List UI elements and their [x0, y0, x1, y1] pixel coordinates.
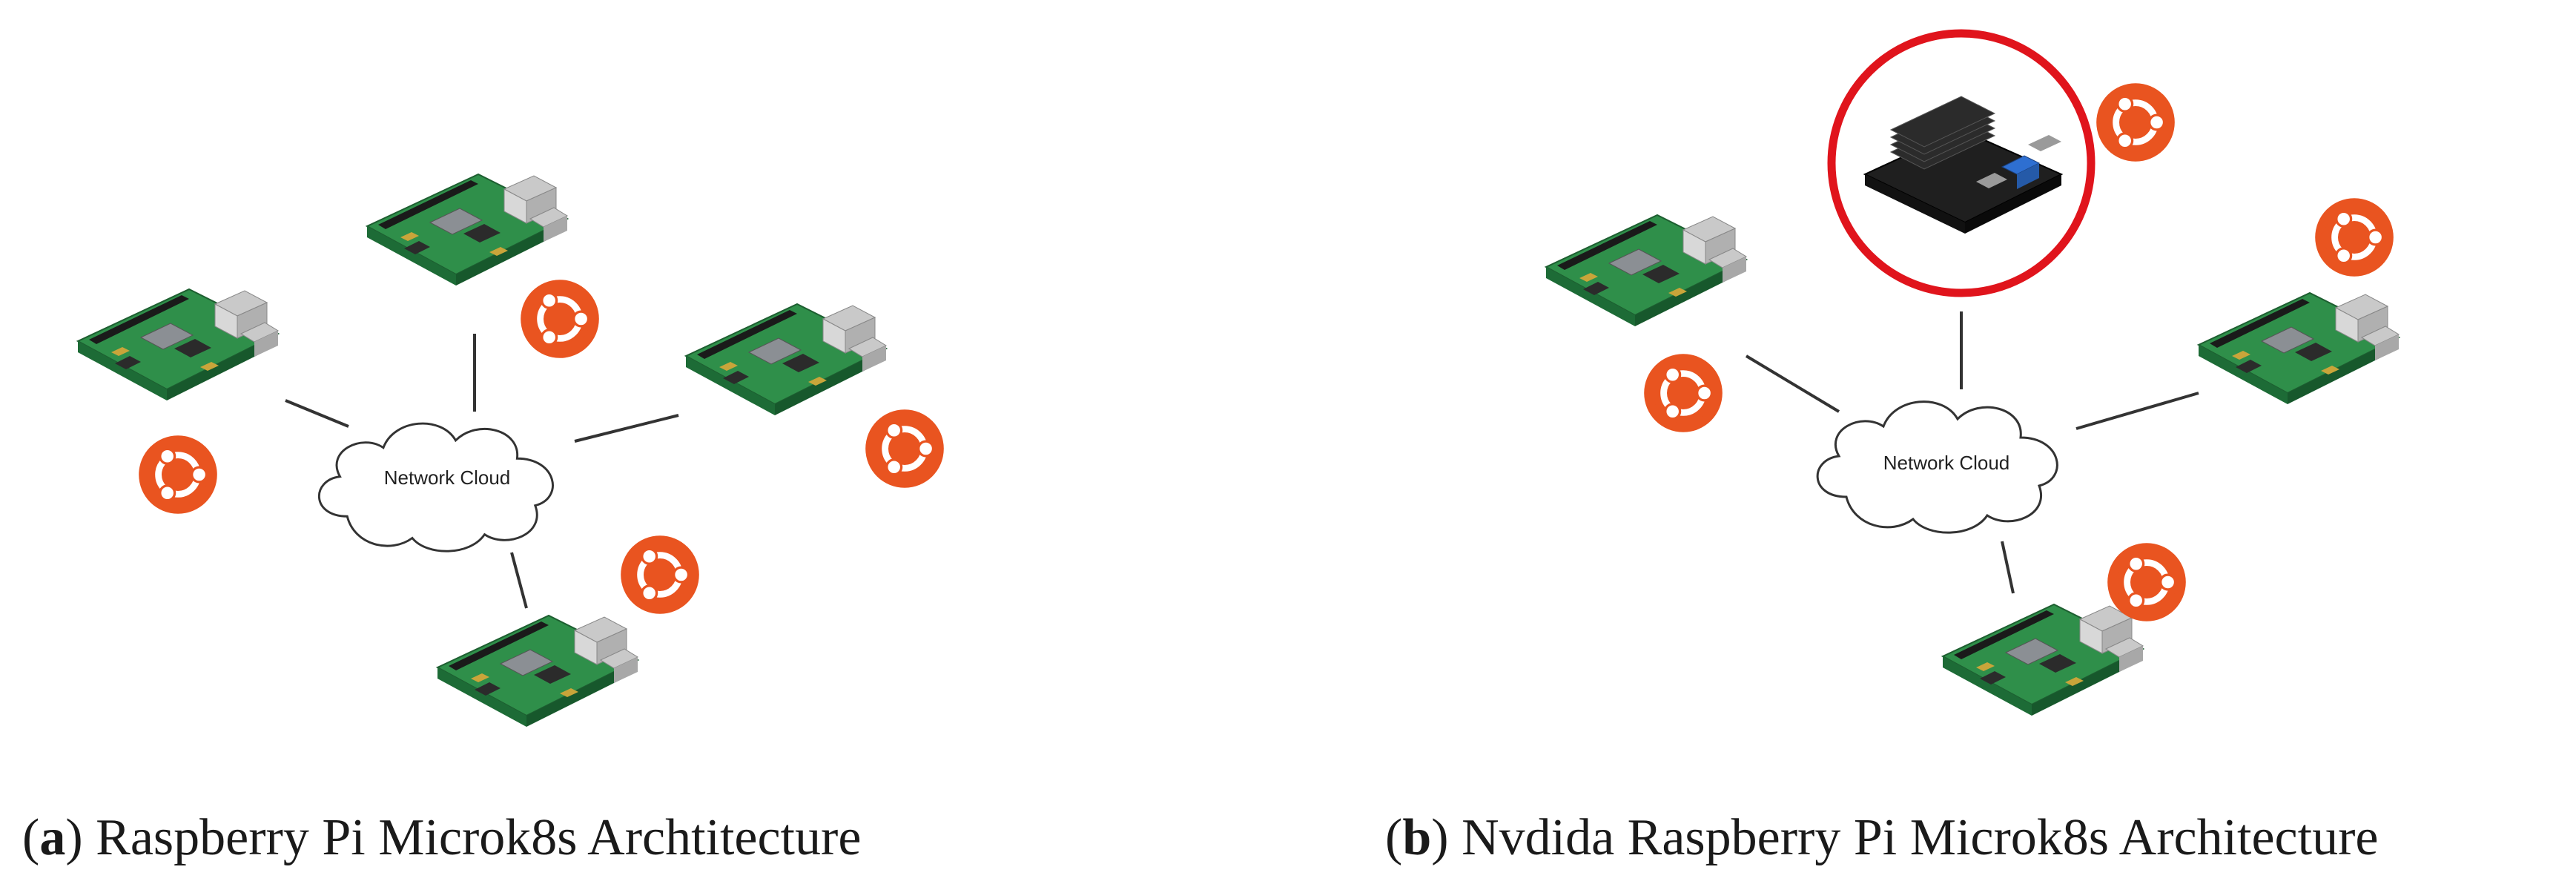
raspberry-pi-board-icon	[1942, 604, 2144, 716]
connector-line	[574, 414, 679, 443]
raspberry-pi-board-icon	[1545, 214, 1747, 327]
raspberry-pi-board-icon	[366, 174, 568, 286]
network-cloud-icon: Network Cloud	[1816, 400, 2058, 534]
connector-line	[510, 552, 528, 609]
ubuntu-logo-icon	[139, 435, 217, 514]
connector-line	[2075, 392, 2199, 430]
connector-line	[285, 399, 349, 428]
connector-line	[1745, 354, 1840, 413]
caption-b: (b) Nvdida Raspberry Pi Microk8s Archite…	[1385, 809, 2378, 866]
raspberry-pi-board-icon	[437, 615, 638, 728]
ubuntu-logo-icon	[621, 535, 699, 614]
connector-line	[2001, 541, 2015, 594]
panel-a-connectors	[285, 334, 679, 609]
ubuntu-logo-icon	[2315, 198, 2394, 277]
raspberry-pi-board-icon	[77, 288, 279, 401]
network-cloud-icon: Network Cloud	[317, 422, 555, 552]
ubuntu-logo-icon	[1644, 354, 1723, 432]
ubuntu-logo-icon	[865, 409, 944, 488]
panel-b: Network Cloud (b) Nvdida Raspberry Pi Mi…	[1385, 29, 2400, 866]
network-cloud-label: Network Cloud	[1883, 452, 2010, 474]
network-cloud-label: Network Cloud	[384, 466, 511, 489]
raspberry-pi-board-icon	[685, 303, 887, 416]
ubuntu-logo-icon	[2107, 543, 2186, 621]
nvidia-jetson-node	[1827, 29, 2096, 297]
caption-a: (a) Raspberry Pi Microk8s Archtitecture	[22, 809, 861, 866]
ubuntu-logo-icon	[2096, 83, 2175, 162]
panel-a: Network Cloud (a) Raspberry Pi Microk8s …	[22, 174, 944, 866]
ubuntu-logo-icon	[521, 280, 599, 358]
panel-b-connectors	[1745, 311, 2199, 594]
raspberry-pi-board-icon	[2198, 292, 2400, 405]
